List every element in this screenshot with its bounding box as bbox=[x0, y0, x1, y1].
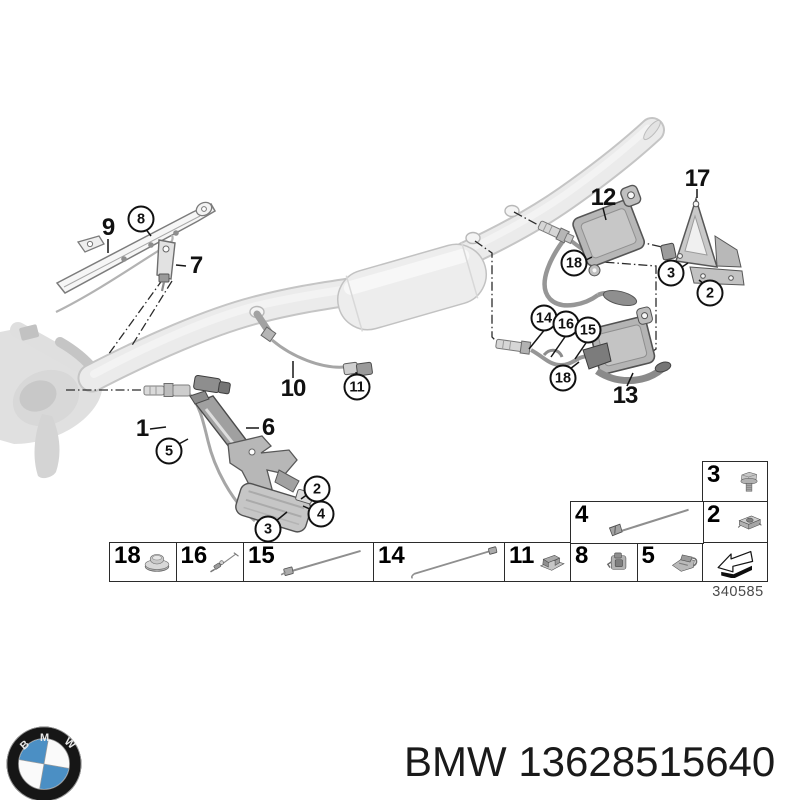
callout-15: 15 bbox=[574, 316, 602, 344]
parts-cell-8: 8 bbox=[570, 542, 638, 582]
logo-letter-m: M bbox=[40, 732, 49, 744]
part-callout-number: 8 bbox=[575, 542, 589, 569]
parts-cell-18: 18 bbox=[109, 542, 177, 582]
part-callout-number: 5 bbox=[641, 542, 655, 569]
callout-18: 18 bbox=[549, 364, 577, 392]
drivetrain-ghost bbox=[0, 322, 103, 479]
cable-tie-anchor-icon bbox=[605, 504, 701, 541]
callout-16: 16 bbox=[552, 310, 580, 338]
bmw-logo: B M W bbox=[6, 726, 82, 800]
part-number-title: BMW 13628515640 bbox=[404, 738, 796, 785]
oxygen-sensor-10 bbox=[253, 310, 373, 377]
figure-number: 340585 bbox=[712, 584, 764, 600]
part-callout-number: 4 bbox=[575, 501, 589, 528]
callout-8: 8 bbox=[127, 205, 155, 233]
callout-4: 4 bbox=[307, 500, 335, 528]
part-number: 13628515640 bbox=[518, 738, 776, 785]
parts-cell-11: 11 bbox=[504, 542, 572, 582]
part-callout-number: 3 bbox=[707, 461, 721, 488]
callout-1: 1 bbox=[135, 415, 149, 442]
flange-bolt-icon bbox=[733, 464, 765, 500]
callout-2: 2 bbox=[696, 279, 724, 307]
parts-cell-14: 14 bbox=[373, 542, 506, 582]
callout-13: 13 bbox=[612, 382, 639, 409]
direction-arrow-icon bbox=[706, 546, 764, 579]
part-callout-number: 16 bbox=[180, 542, 208, 569]
callout-17: 17 bbox=[684, 165, 711, 192]
part-callout-number: 18 bbox=[114, 542, 141, 569]
holder-block-icon bbox=[668, 545, 701, 579]
callout-11: 11 bbox=[343, 373, 371, 401]
lower-bracket bbox=[227, 435, 300, 497]
holder-clip-icon bbox=[535, 545, 569, 579]
cable-tie-long-icon bbox=[408, 545, 503, 579]
callout-10: 10 bbox=[280, 375, 307, 402]
callout-3: 3 bbox=[657, 259, 685, 287]
temp-sensor-icon bbox=[207, 545, 242, 579]
muffler bbox=[337, 242, 487, 332]
parts-cell-16: 16 bbox=[175, 542, 245, 582]
part-callout-number: 11 bbox=[509, 542, 535, 569]
parts-cell-2: 2 bbox=[702, 501, 768, 544]
speed-nut-icon bbox=[140, 545, 174, 579]
cable-tie-short-icon bbox=[278, 545, 372, 579]
callout-5: 5 bbox=[155, 437, 183, 465]
parts-cell-direction-arrow bbox=[702, 542, 768, 582]
callout-7: 7 bbox=[189, 252, 203, 279]
parts-cell-5: 5 bbox=[636, 542, 704, 582]
callout-9: 9 bbox=[101, 214, 115, 241]
part-callout-number: 15 bbox=[248, 542, 275, 569]
part-callout-number: 2 bbox=[707, 501, 721, 528]
bracket-clip-icon bbox=[601, 545, 635, 579]
harness-wire bbox=[55, 234, 174, 313]
part-callout-number: 14 bbox=[378, 542, 405, 569]
nox-sensor-12 bbox=[537, 184, 646, 308]
cage-nut-icon bbox=[733, 504, 765, 541]
parts-cell-4: 4 bbox=[570, 501, 704, 544]
logo-quadrants bbox=[19, 739, 69, 789]
callout-18: 18 bbox=[560, 249, 588, 277]
parts-cell-3: 3 bbox=[702, 461, 768, 503]
callout-2: 2 bbox=[303, 475, 331, 503]
sensor-bracket-7 bbox=[156, 239, 176, 292]
callout-3: 3 bbox=[254, 515, 282, 543]
brand-text: BMW bbox=[404, 738, 507, 785]
bracket-rail-9 bbox=[55, 201, 217, 294]
parts-cell-15: 15 bbox=[243, 542, 375, 582]
callout-12: 12 bbox=[590, 184, 617, 211]
callout-6: 6 bbox=[261, 414, 275, 441]
